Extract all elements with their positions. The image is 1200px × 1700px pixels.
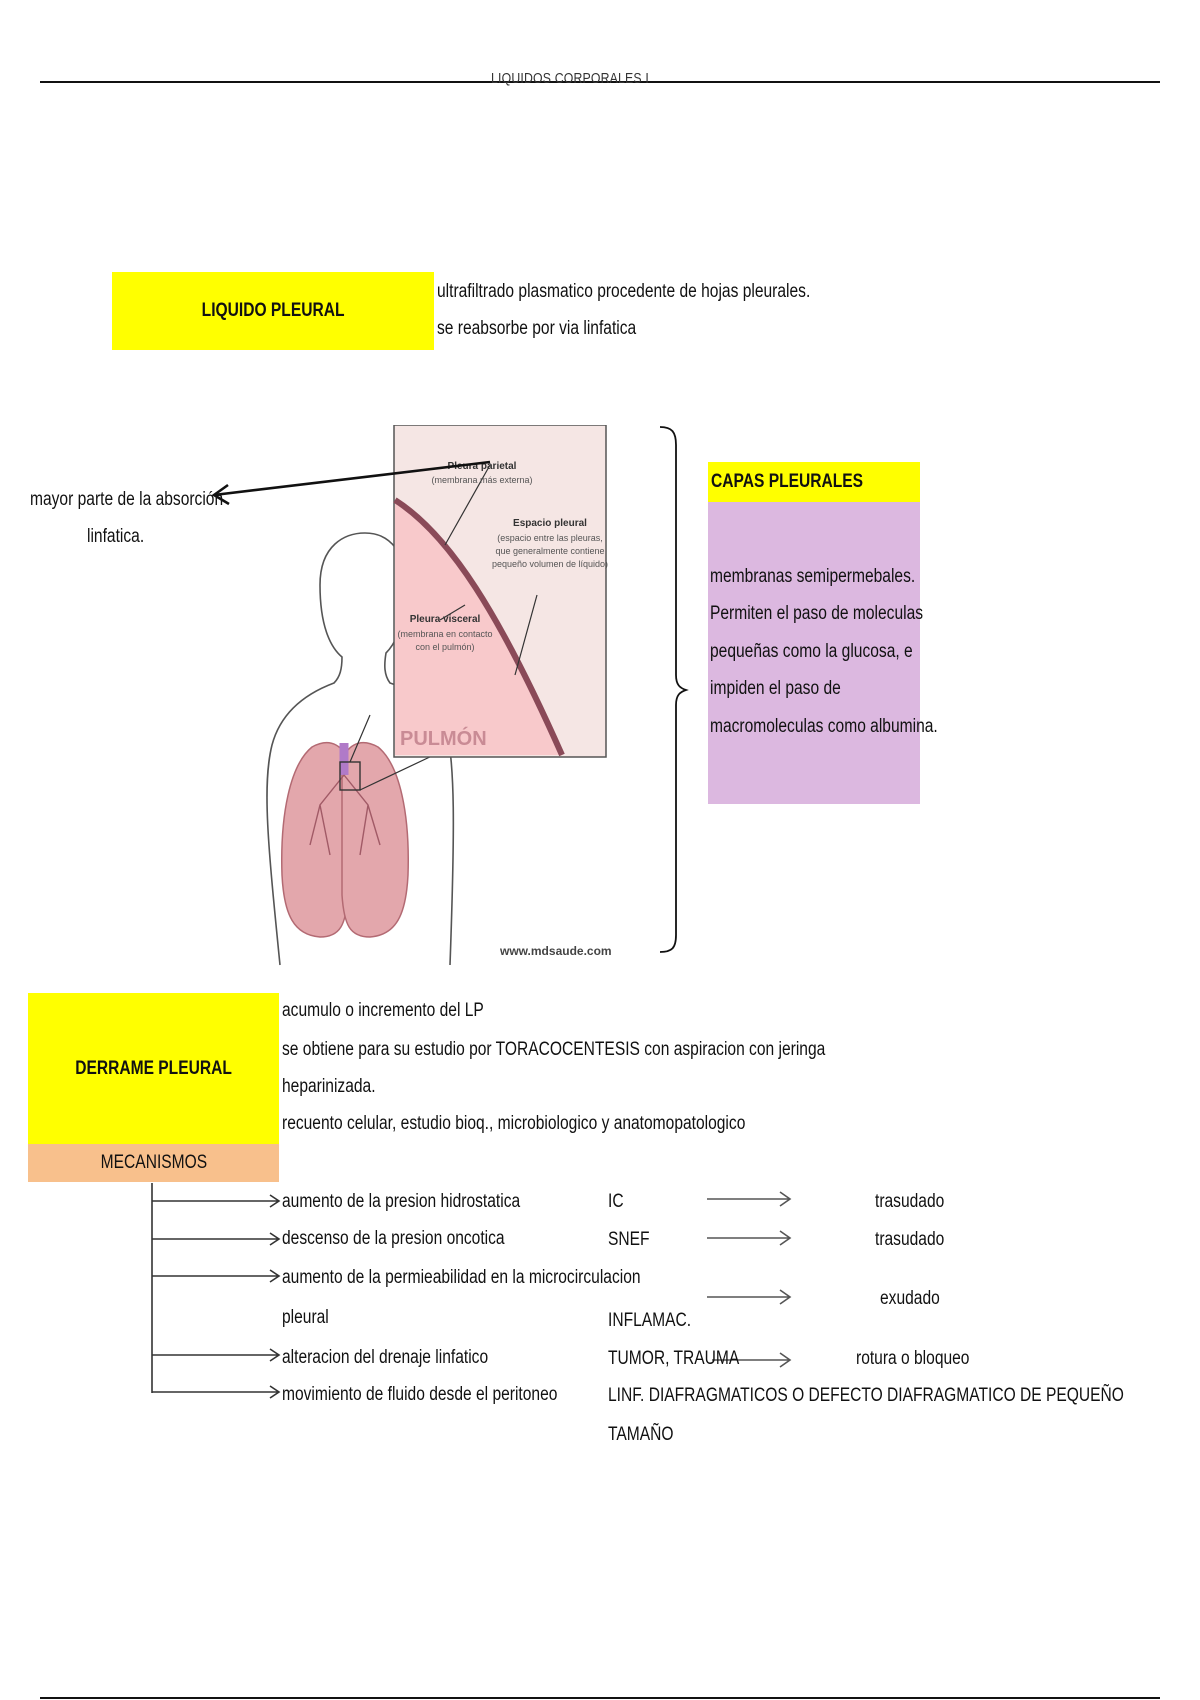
mecanismo-3-cont: pleural [282,1307,329,1328]
derrame-line-1: acumulo o incremento del LP [282,1000,484,1021]
capas-pleurales-label: CAPAS PLEURALES [711,471,864,492]
visceral-sub-1: (membrana en contacto [397,629,492,639]
absorcion-line-2: linfatica. [87,526,145,547]
liquido-pleural-box: LIQUIDO PLEURAL [112,272,434,350]
capas-line-4: impiden el paso de [710,678,841,699]
mecanismo-4: alteracion del drenaje linfatico [282,1347,489,1368]
absorcion-arrow [211,460,491,506]
capas-bracket [659,426,689,953]
espacio-sub-1: (espacio entre las pleuras, [497,533,603,543]
illustration-credit: www.mdsaude.com [499,944,612,958]
resultado-3: exudado [880,1288,940,1309]
capas-line-1: membranas semipermebales. [710,566,916,587]
page-header-title: LIQUIDOS CORPORALES I [491,70,649,87]
liquido-pleural-line-1: ultrafiltrado plasmatico procedente de h… [437,281,811,302]
pleura-visceral-label: Pleura visceral [410,614,481,625]
capas-line-5: macromoleculas como albumina. [710,716,938,737]
pleura-parietal-sub: (membrana más externa) [431,475,532,485]
lungs-graphic [281,714,435,938]
causa-5-cont: TAMAÑO [608,1424,674,1445]
pleura-illustration: Pleura parietal (membrana más externa) E… [266,425,612,966]
pleura-parietal-label: Pleura parietal [448,461,517,472]
derrame-line-4: recuento celular, estudio bioq., microbi… [282,1113,746,1134]
liquido-pleural-line-2: se reabsorbe por via linfatica [437,318,637,339]
espacio-pleural-label: Espacio pleural [513,518,587,529]
mecanismos-tree [151,1183,281,1399]
visceral-sub-2: con el pulmón) [415,642,474,652]
causa-4: TUMOR, TRAUMA [608,1348,740,1369]
espacio-sub-3: pequeño volumen de líquido) [492,559,608,569]
causa-2: SNEF [608,1229,650,1250]
capas-line-3: pequeñas como la glucosa, e [710,641,913,662]
resultado-4: rotura o bloqueo [856,1348,970,1369]
causa-1: IC [608,1191,624,1212]
liquido-pleural-label: LIQUIDO PLEURAL [201,300,345,321]
result-arrows [707,1191,792,1368]
mecanismo-1: aumento de la presion hidrostatica [282,1191,521,1212]
capas-line-2: Permiten el paso de moleculas [710,603,924,624]
espacio-sub-2: que generalmente contiene [495,546,604,556]
derrame-pleural-box: DERRAME PLEURAL [28,993,279,1144]
derrame-line-2: se obtiene para su estudio por TORACOCEN… [282,1039,826,1060]
capas-pleurales-box: CAPAS PLEURALES [708,462,920,502]
derrame-pleural-label: DERRAME PLEURAL [75,1057,232,1079]
pulmon-label: PULMÓN [400,726,487,750]
derrame-line-3: heparinizada. [282,1076,376,1097]
resultado-1: trasudado [875,1191,945,1212]
top-rule [40,81,1160,83]
capas-pleurales-panel: membranas semipermebales. Permiten el pa… [708,502,938,804]
causa-5: LINF. DIAFRAGMATICOS O DEFECTO DIAFRAGMA… [608,1385,1124,1406]
mecanismos-label: MECANISMOS [100,1152,207,1173]
causa-3: INFLAMAC. [608,1310,692,1331]
pleura-inset: Pleura parietal (membrana más externa) E… [393,425,608,758]
mecanismo-3: aumento de la permieabilidad en la micro… [282,1267,641,1288]
resultado-2: trasudado [875,1229,945,1250]
absorcion-line-1: mayor parte de la absorción [30,489,224,510]
body-outline [266,532,455,966]
mecanismo-5: movimiento de fluido desde el peritoneo [282,1384,558,1405]
bottom-rule [40,1697,1160,1699]
mecanismos-box: MECANISMOS [28,1144,279,1182]
mecanismo-2: descenso de la presion oncotica [282,1228,505,1249]
